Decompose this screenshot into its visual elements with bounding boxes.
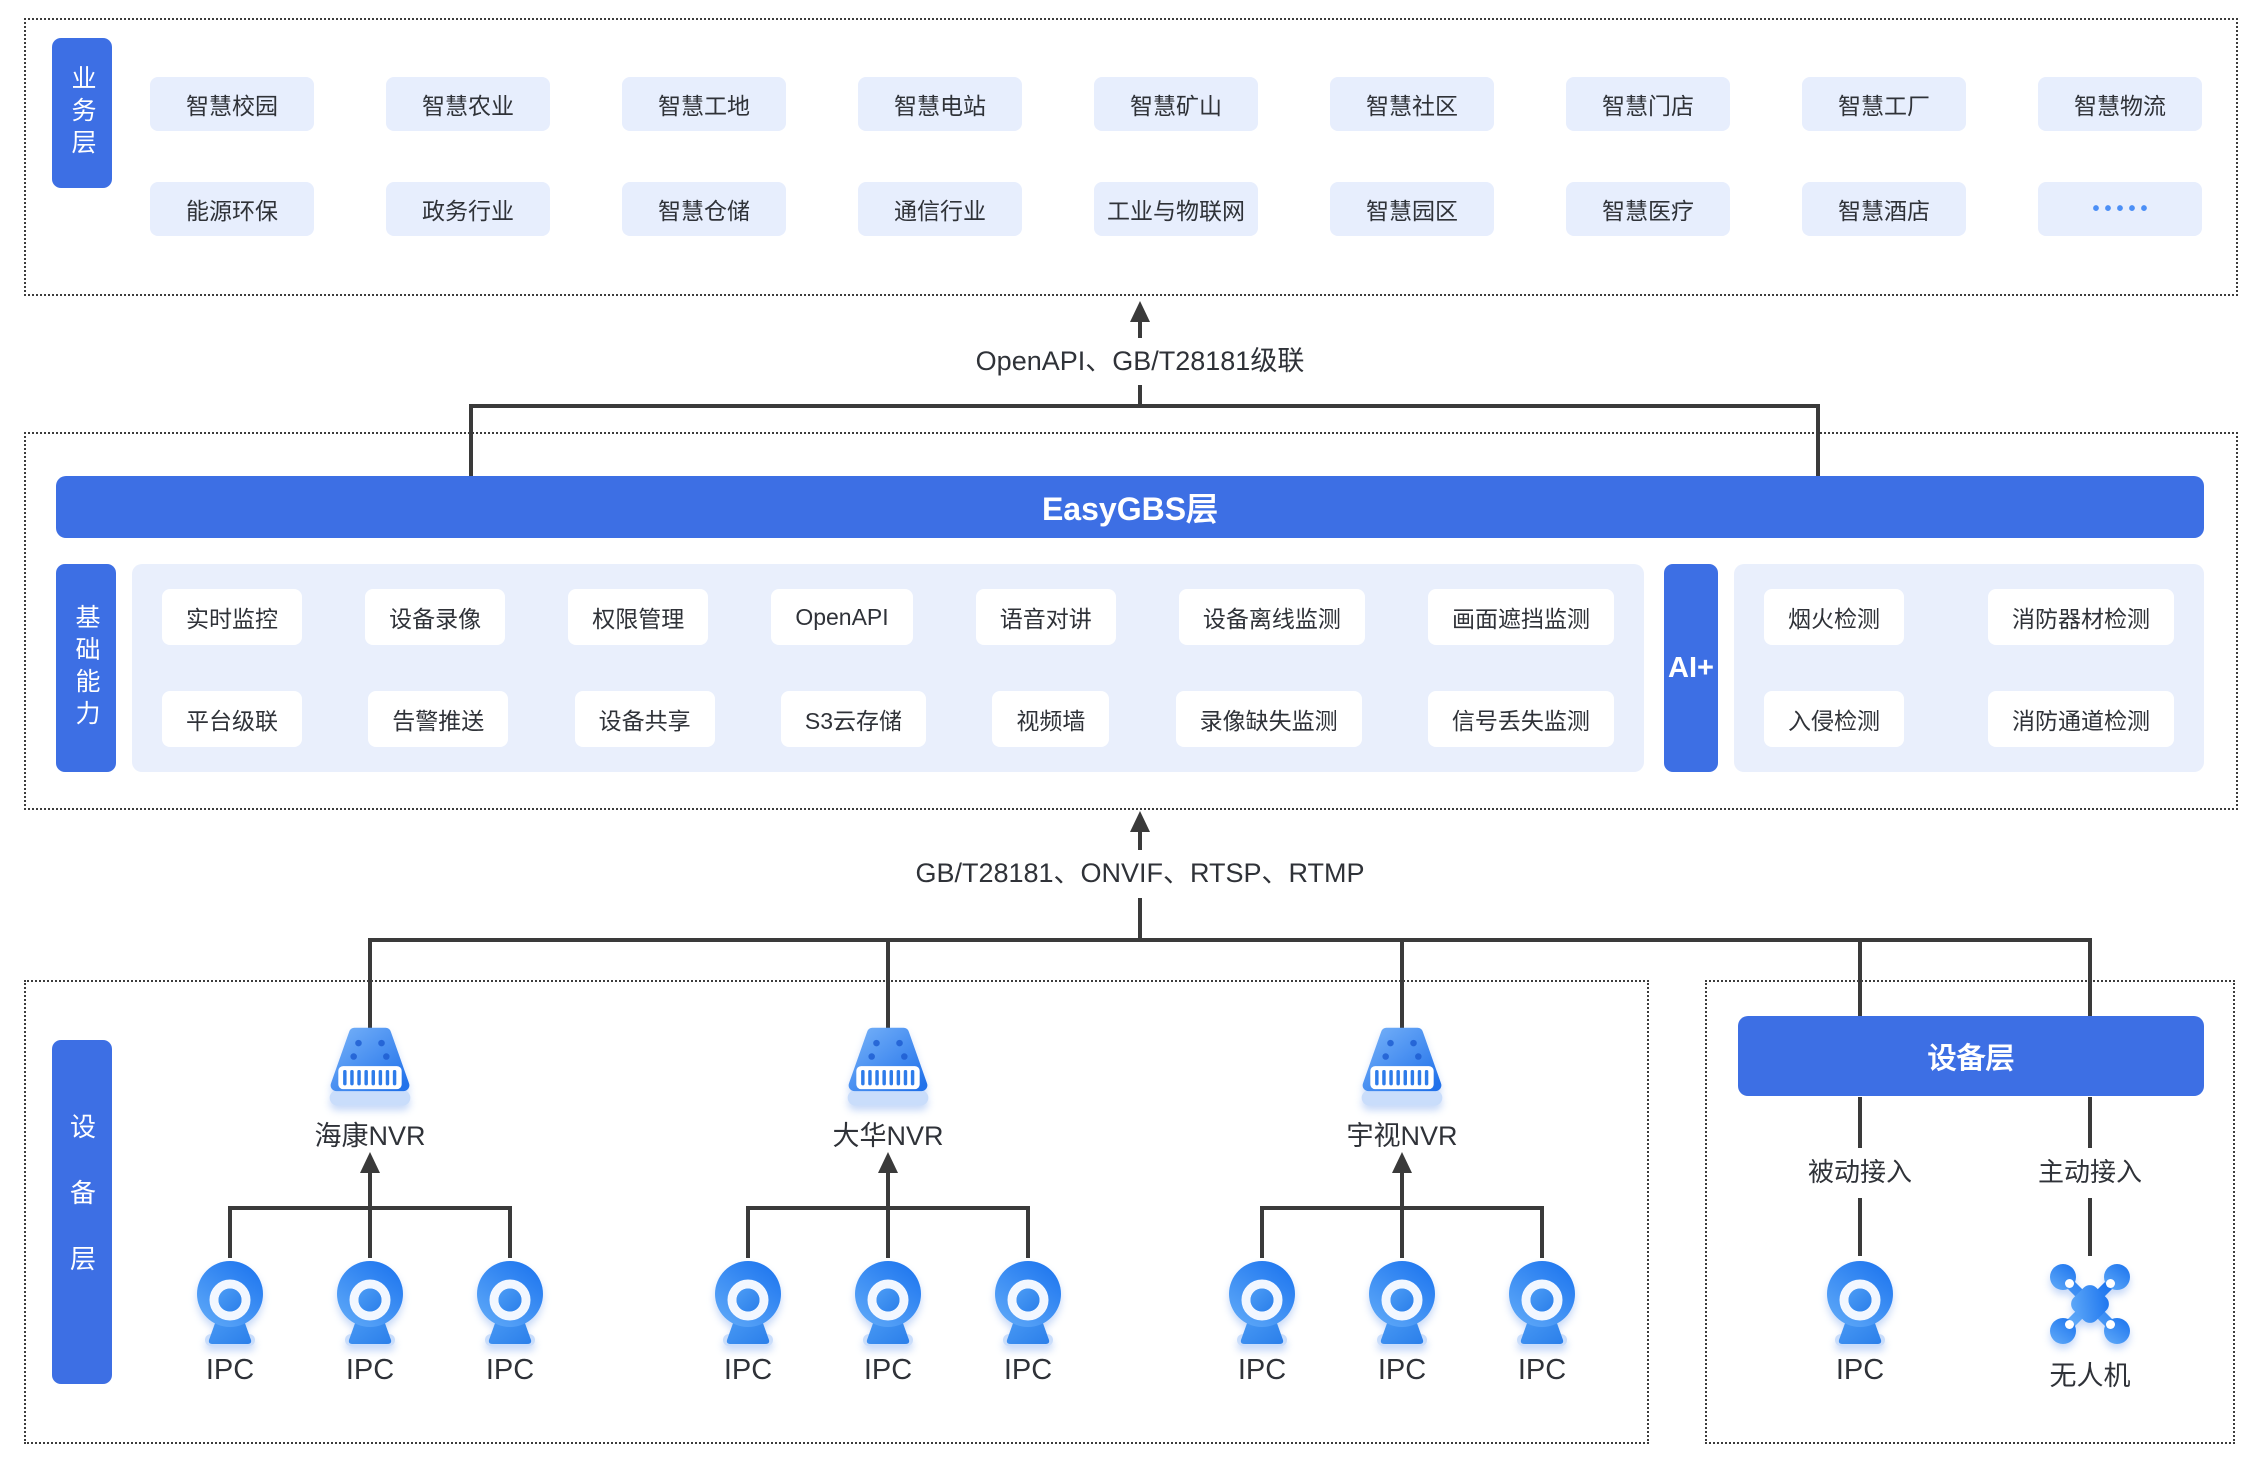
ipc-label: IPC <box>1377 1354 1427 1386</box>
ipc-label: IPC <box>205 1354 255 1386</box>
top-connector-label: OpenAPI、GB/T28181级联 <box>840 338 1440 384</box>
industry-chip: 智慧矿山 <box>1094 77 1258 131</box>
ipc-camera-icon <box>1365 1258 1439 1350</box>
capability-chip: 语音对讲 <box>975 589 1116 645</box>
direct-access-title-bar: 设备层 <box>1738 1016 2204 1096</box>
industry-chip: 智慧电站 <box>858 77 1022 131</box>
ai-capability-chip: 消防通道检测 <box>1988 691 2174 747</box>
device-layer-label: 设备层 <box>52 1040 112 1384</box>
industry-chip: 智慧医疗 <box>1566 182 1730 236</box>
industry-chip: 通信行业 <box>858 182 1022 236</box>
base-capability-label: 基础能力 <box>56 564 116 772</box>
ipc-label: IPC <box>1003 1354 1053 1386</box>
ipc-camera-icon <box>991 1258 1065 1350</box>
ai-capability-panel: 烟火检测 消防器材检测 入侵检测 消防通道检测 <box>1734 564 2204 772</box>
drone-label: 无人机 <box>2049 1361 2131 1391</box>
nvr-icon <box>840 1026 936 1112</box>
business-layer-label: 业务层 <box>52 38 112 188</box>
base-capability-row-1: 实时监控 设备录像 权限管理 OpenAPI 语音对讲 设备离线监测 画面遮挡监… <box>162 589 1614 645</box>
industry-chip: 政务行业 <box>386 182 550 236</box>
ipc-camera-icon <box>1225 1258 1299 1350</box>
industry-chip: 智慧园区 <box>1330 182 1494 236</box>
ai-capability-chip: 消防器材检测 <box>1988 589 2174 645</box>
industry-chip: 智慧校园 <box>150 77 314 131</box>
base-capability-row-2: 平台级联 告警推送 设备共享 S3云存储 视频墙 录像缺失监测 信号丢失监测 <box>162 691 1614 747</box>
capability-chip: 设备离线监测 <box>1178 589 1365 645</box>
capability-chip: 录像缺失监测 <box>1175 691 1362 747</box>
arrow-up-to-business-layer <box>1130 301 1150 322</box>
ipc-label: IPC <box>723 1354 773 1386</box>
industry-chip: 智慧农业 <box>386 77 550 131</box>
capability-chip: S3云存储 <box>780 691 927 747</box>
easygbs-title-bar: EasyGBS层 <box>56 476 2204 538</box>
capability-chip: 平台级联 <box>162 691 302 747</box>
arrow-up-to-easygbs-layer <box>1130 811 1150 832</box>
nvr-icon <box>1354 1026 1450 1112</box>
ipc-camera-icon <box>711 1258 785 1350</box>
bottom-connector-label: GB/T28181、ONVIF、RTSP、RTMP <box>790 850 1490 896</box>
capability-chip: 画面遮挡监测 <box>1428 589 1614 645</box>
industry-chip: 智慧酒店 <box>1802 182 1966 236</box>
ipc-label: IPC <box>485 1354 535 1386</box>
nvr-name: 宇视NVR <box>1346 1121 1458 1151</box>
ai-capability-chip: 烟火检测 <box>1764 589 1904 645</box>
more-industries-chip: ••••• <box>2038 182 2202 236</box>
industry-chip: 智慧工地 <box>622 77 786 131</box>
capability-chip: OpenAPI <box>771 589 913 645</box>
access-mode-label: 被动接入 <box>1760 1152 1960 1189</box>
industry-chip: 工业与物联网 <box>1094 182 1258 236</box>
nvr-name: 大华NVR <box>832 1121 944 1151</box>
capability-chip: 信号丢失监测 <box>1427 691 1614 747</box>
capability-chip: 实时监控 <box>162 589 302 645</box>
industry-chip: 能源环保 <box>150 182 314 236</box>
ipc-label: IPC <box>345 1354 395 1386</box>
business-layer-section <box>24 18 2238 296</box>
ipc-camera-icon <box>193 1258 267 1350</box>
industry-chip-grid: 智慧校园 智慧农业 智慧工地 智慧电站 智慧矿山 智慧社区 智慧门店 智慧工厂 … <box>150 77 2202 236</box>
capability-chip: 告警推送 <box>368 691 509 747</box>
ipc-label: IPC <box>1237 1354 1287 1386</box>
nvr-icon <box>322 1026 418 1112</box>
base-capability-panel: 实时监控 设备录像 权限管理 OpenAPI 语音对讲 设备离线监测 画面遮挡监… <box>132 564 1644 772</box>
ipc-label: IPC <box>1517 1354 1567 1386</box>
industry-chip: 智慧物流 <box>2038 77 2202 131</box>
capability-chip: 权限管理 <box>568 589 709 645</box>
ai-capability-row-1: 烟火检测 消防器材检测 <box>1764 589 2174 645</box>
industry-chip: 智慧社区 <box>1330 77 1494 131</box>
ai-capability-chip: 入侵检测 <box>1764 691 1904 747</box>
industry-chip: 智慧仓储 <box>622 182 786 236</box>
nvr-name: 海康NVR <box>314 1121 426 1151</box>
ai-plus-label: AI+ <box>1664 564 1718 772</box>
ai-capability-row-2: 入侵检测 消防通道检测 <box>1764 691 2174 747</box>
ipc-camera-icon <box>473 1258 547 1350</box>
ipc-camera-icon <box>1505 1258 1579 1350</box>
capability-chip: 视频墙 <box>992 691 1110 747</box>
ipc-camera-icon <box>1823 1258 1897 1350</box>
drone-icon <box>2046 1260 2134 1348</box>
capability-chip: 设备共享 <box>574 691 715 747</box>
ipc-camera-icon <box>851 1258 925 1350</box>
ipc-label: IPC <box>1835 1354 1885 1386</box>
ipc-camera-icon <box>333 1258 407 1350</box>
industry-chip: 智慧门店 <box>1566 77 1730 131</box>
industry-chip: 智慧工厂 <box>1802 77 1966 131</box>
access-mode-label: 主动接入 <box>1990 1152 2190 1189</box>
capability-chip: 设备录像 <box>365 589 506 645</box>
ipc-label: IPC <box>863 1354 913 1386</box>
